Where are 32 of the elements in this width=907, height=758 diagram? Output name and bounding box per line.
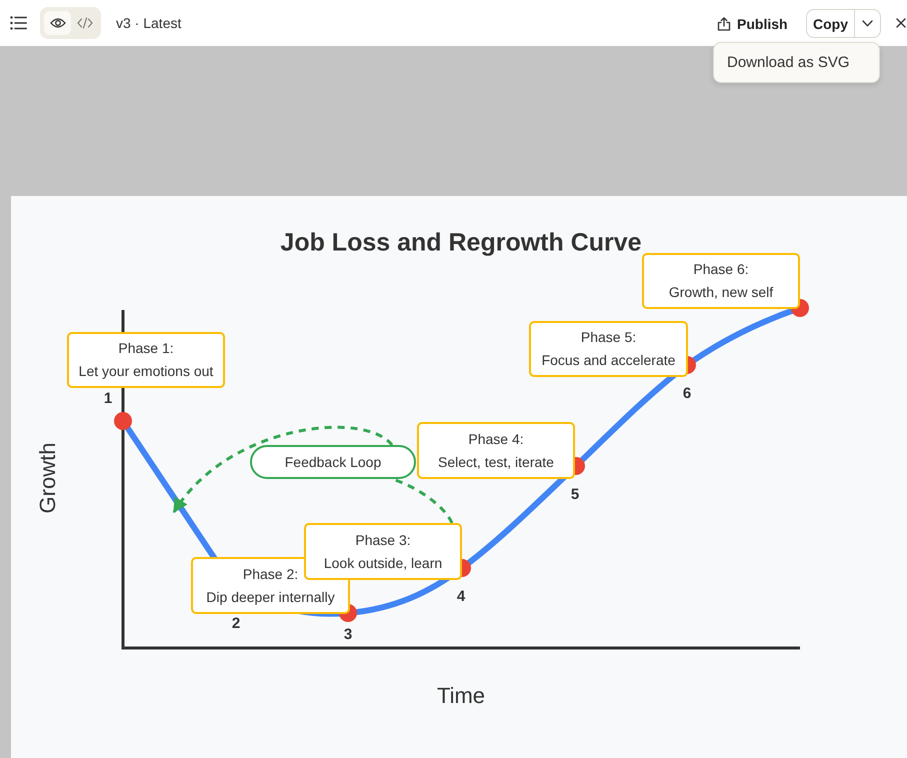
publish-button: Publish [711,9,794,38]
loop-label-pill: Feedback Loop [250,445,416,479]
callout-heading: Phase 2: [242,566,298,582]
callout-text: Select, test, iterate [438,454,554,470]
callout-text: Focus and accelerate [542,352,676,369]
point-number: 3 [344,626,352,644]
callout-heading: Phase 1: [118,340,174,357]
version-label: v3 · Latest [116,15,182,31]
callout-heading: Phase 5: [580,329,636,346]
menu-item: Download as SVG [726,53,851,73]
callout-box [304,523,462,580]
point-number: 1 [104,390,112,408]
callout-text: Let your emotions out [78,363,214,380]
chart-title: Job Loss and Regrowth Curve [280,228,642,258]
copy-button: Copy [806,9,855,38]
callout-box [67,332,225,388]
callout-text: Dip deeper internally [206,588,335,606]
callout-text: Look outside, learn [324,554,442,572]
axis-title: Growth [36,442,60,514]
callout-heading: Phase 3: [355,532,411,548]
callout-box [642,253,800,309]
axis-title: Time [436,684,486,708]
callout-box [529,321,688,377]
callout-box [417,422,575,479]
dashed-arrow [172,426,393,514]
callout-heading: Phase 4: [468,430,524,448]
callout-heading: Phase 6: [693,261,749,278]
point-number: 5 [570,486,580,504]
point-number: 2 [232,616,240,632]
point-number: 4 [456,588,466,606]
point-number: 6 [682,386,692,402]
callout-text: Growth, new self [668,284,774,301]
